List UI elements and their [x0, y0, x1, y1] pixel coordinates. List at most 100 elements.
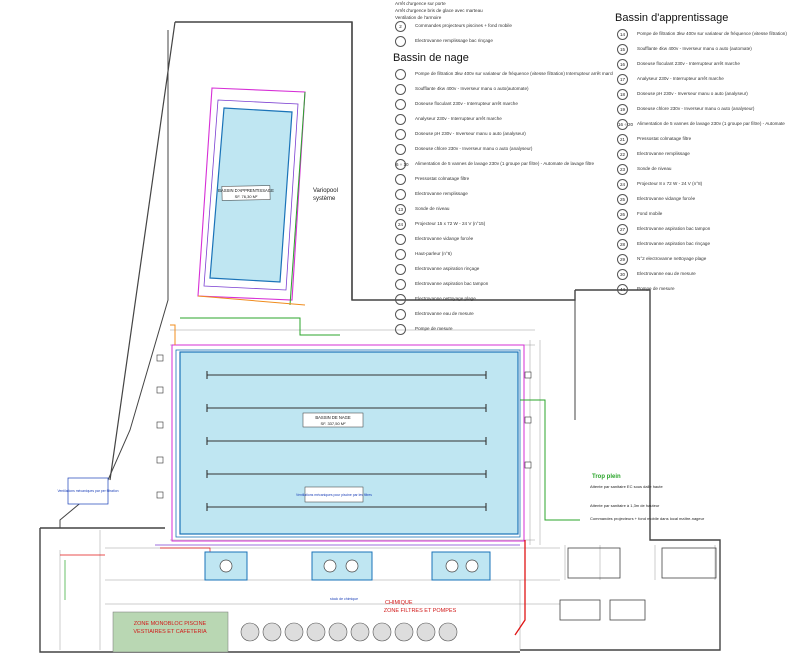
- legend-item-number: 16: [617, 59, 628, 70]
- legend-title: Bassin d'apprentissage: [615, 12, 729, 24]
- commandes-label: Commandes projecteurs + fond mobile dans…: [590, 516, 705, 521]
- legend-item: 14 Pompe de filtration 3kw 400v sur varia…: [615, 28, 800, 43]
- legend-item: Pompe de mesure: [393, 323, 613, 338]
- legend-item-number: 17: [617, 74, 628, 85]
- junction-box: [156, 421, 164, 429]
- legend-item-number: [395, 84, 406, 95]
- top-note: Arrêt d'urgence bris de glace avec marte…: [395, 8, 483, 13]
- alim-sanitaire-label-2: Attente par sanitaire à 1,3m de hauteur: [590, 503, 660, 508]
- legend-item-text: Sonde de niveau: [415, 206, 450, 211]
- pool-apprentissage: [197, 87, 306, 306]
- legend-item-number: [395, 234, 406, 245]
- pool-apprentissage-name: BASSIN D'APPRENTISSAGE: [218, 188, 274, 193]
- lane-line: [206, 371, 487, 379]
- legend-item-number: 18: [617, 89, 628, 100]
- side-symbols: [156, 354, 532, 499]
- filter-tank: [465, 559, 479, 573]
- legend-item-text: Electrovanne aspiration bac tampon: [415, 281, 489, 286]
- pool-nage-name: BASSIN DE NAGE: [315, 415, 351, 420]
- junction-box: [524, 371, 532, 379]
- legend-bassin-nage: Bassin de nage Pompe de filtration 3kw 4…: [393, 52, 613, 338]
- legend-item-text: Fond mobile: [637, 211, 663, 216]
- legend-item-number: 22: [617, 149, 628, 160]
- legend-item: 30 Electrovanne eau de mesure: [615, 268, 800, 283]
- legend-bassin-apprentissage: Bassin d'apprentissage 14 Pompe de filtra…: [615, 12, 800, 298]
- legend-item-text: Electrovanne remplissage: [637, 151, 690, 156]
- equipment-unit: [306, 622, 326, 642]
- pool-apprentissage-area: SF. 76,30 M²: [235, 194, 258, 199]
- legend-item-text: Analyseur 230v - Interrupteur arrêt marc…: [637, 76, 724, 81]
- plan-labels: BASSIN D'APPRENTISSAGE SF. 76,30 M² BASS…: [57, 188, 704, 635]
- legend-item-number: 21: [617, 134, 628, 145]
- legend-item-number: 6 ÷ 10: [395, 159, 408, 170]
- legend-item-number: 14: [617, 29, 628, 40]
- legend-item: Doseuse chlore 230v - Inverseur manu o a…: [393, 143, 613, 158]
- legend-item-text: Pressostat colmatage filtre: [637, 136, 692, 141]
- legend-item: Pompe de filtration 3kw 400v sur variate…: [393, 68, 613, 83]
- legend-item-text: Doseuse chlore 230v - Inverseur manu o a…: [415, 146, 533, 151]
- legend-item-text: Electrovanne eau de mesure: [415, 311, 474, 316]
- legend-item-text: Pompe de filtration 3kw 400v sur variate…: [637, 31, 787, 36]
- pipe-network: [60, 317, 580, 636]
- junction-box: [156, 354, 164, 362]
- variopool-label: Variopool: [313, 188, 338, 194]
- legend-item-text: Sonde de niveau: [637, 166, 672, 171]
- legend-item-number: 28: [617, 239, 628, 250]
- legend-item-number: [395, 324, 406, 335]
- legend-item-text: Doseuse pH 230v - Inverseur manu o auto …: [637, 91, 748, 96]
- equipment-unit: [350, 622, 370, 642]
- legend-item-text: Pompe de mesure: [415, 326, 453, 331]
- legend-item-text: Electrovanne remplissage: [415, 191, 468, 196]
- legend-item-text: Electrovanne aspiration rinçage: [415, 266, 480, 271]
- legend-item: 22 Electrovanne remplissage: [615, 148, 800, 163]
- legend-item: Analyseur 230v - Interrupteur arrêt marc…: [393, 113, 613, 128]
- lane-line: [206, 503, 487, 511]
- legend-item-number: [395, 144, 406, 155]
- legend-item-text: Alimentation de 5 vannes de lavage 230v …: [415, 161, 595, 166]
- legend-item: Electrovanne aspiration rinçage: [393, 263, 613, 278]
- top-note: Arrêt d'urgence sur porte: [395, 1, 446, 6]
- legend-item-text: Electrovanne aspiration bac rinçage: [637, 241, 711, 246]
- legend-item: 44 Pompe de mesure: [615, 283, 800, 298]
- pool-nage-area: SF. 337,50 M²: [321, 421, 347, 426]
- legend-item: Electrovanne vidange forcée: [393, 233, 613, 248]
- legend-item-number: [395, 99, 406, 110]
- equipment-unit: [240, 622, 260, 642]
- top-note: Ventilation de l'armoire: [395, 15, 442, 20]
- legend-item-number: [395, 174, 406, 185]
- legend-item-text: Soufflante 4kw 400v - Inverseur manu o a…: [637, 46, 752, 51]
- legend-item-text: Pressostat colmatage filtre: [415, 176, 470, 181]
- equipment-unit: [328, 622, 348, 642]
- legend-item-number: 30: [617, 269, 628, 280]
- legend-item-text: Electrovanne eau de mesure: [637, 271, 696, 276]
- legend-item-text: Doseuse floculant 230v - Interrupteur ar…: [415, 101, 518, 106]
- legend-item-number: 19: [617, 104, 628, 115]
- junction-box: [524, 461, 532, 469]
- filter-tank: [345, 559, 359, 573]
- filter-tanks: [204, 551, 491, 581]
- legend-item-text: Electrovanne vidange forcée: [637, 196, 696, 201]
- legend-item-text: Pompe de filtration 3kw 400v sur variate…: [415, 71, 613, 76]
- legend-item: Electrovanne eau de mesure: [393, 308, 613, 323]
- legend-item-number: 44: [617, 284, 628, 295]
- legend-item-text: Projecteur 15 x 72 W - 24 V (n°15): [415, 221, 486, 226]
- legend-item-number: [395, 294, 406, 305]
- junction-box: [524, 416, 532, 424]
- bottom-equipment: [240, 622, 458, 642]
- trop-plein-label: Trop plein: [592, 474, 621, 480]
- legend-item: Pressostat colmatage filtre: [393, 173, 613, 188]
- legend-item-text: Pompe de mesure: [637, 286, 675, 291]
- legend-item-number: 24: [395, 219, 406, 230]
- pool-nage: [171, 344, 525, 542]
- zone-filtres-label: ZONE FILTRES ET POMPES: [384, 608, 457, 614]
- legend-item-number: 27: [617, 224, 628, 235]
- lane-lines: [206, 371, 487, 511]
- legend-item: Haut-parleur (n°6): [393, 248, 613, 263]
- zone-monobloc: [112, 611, 229, 653]
